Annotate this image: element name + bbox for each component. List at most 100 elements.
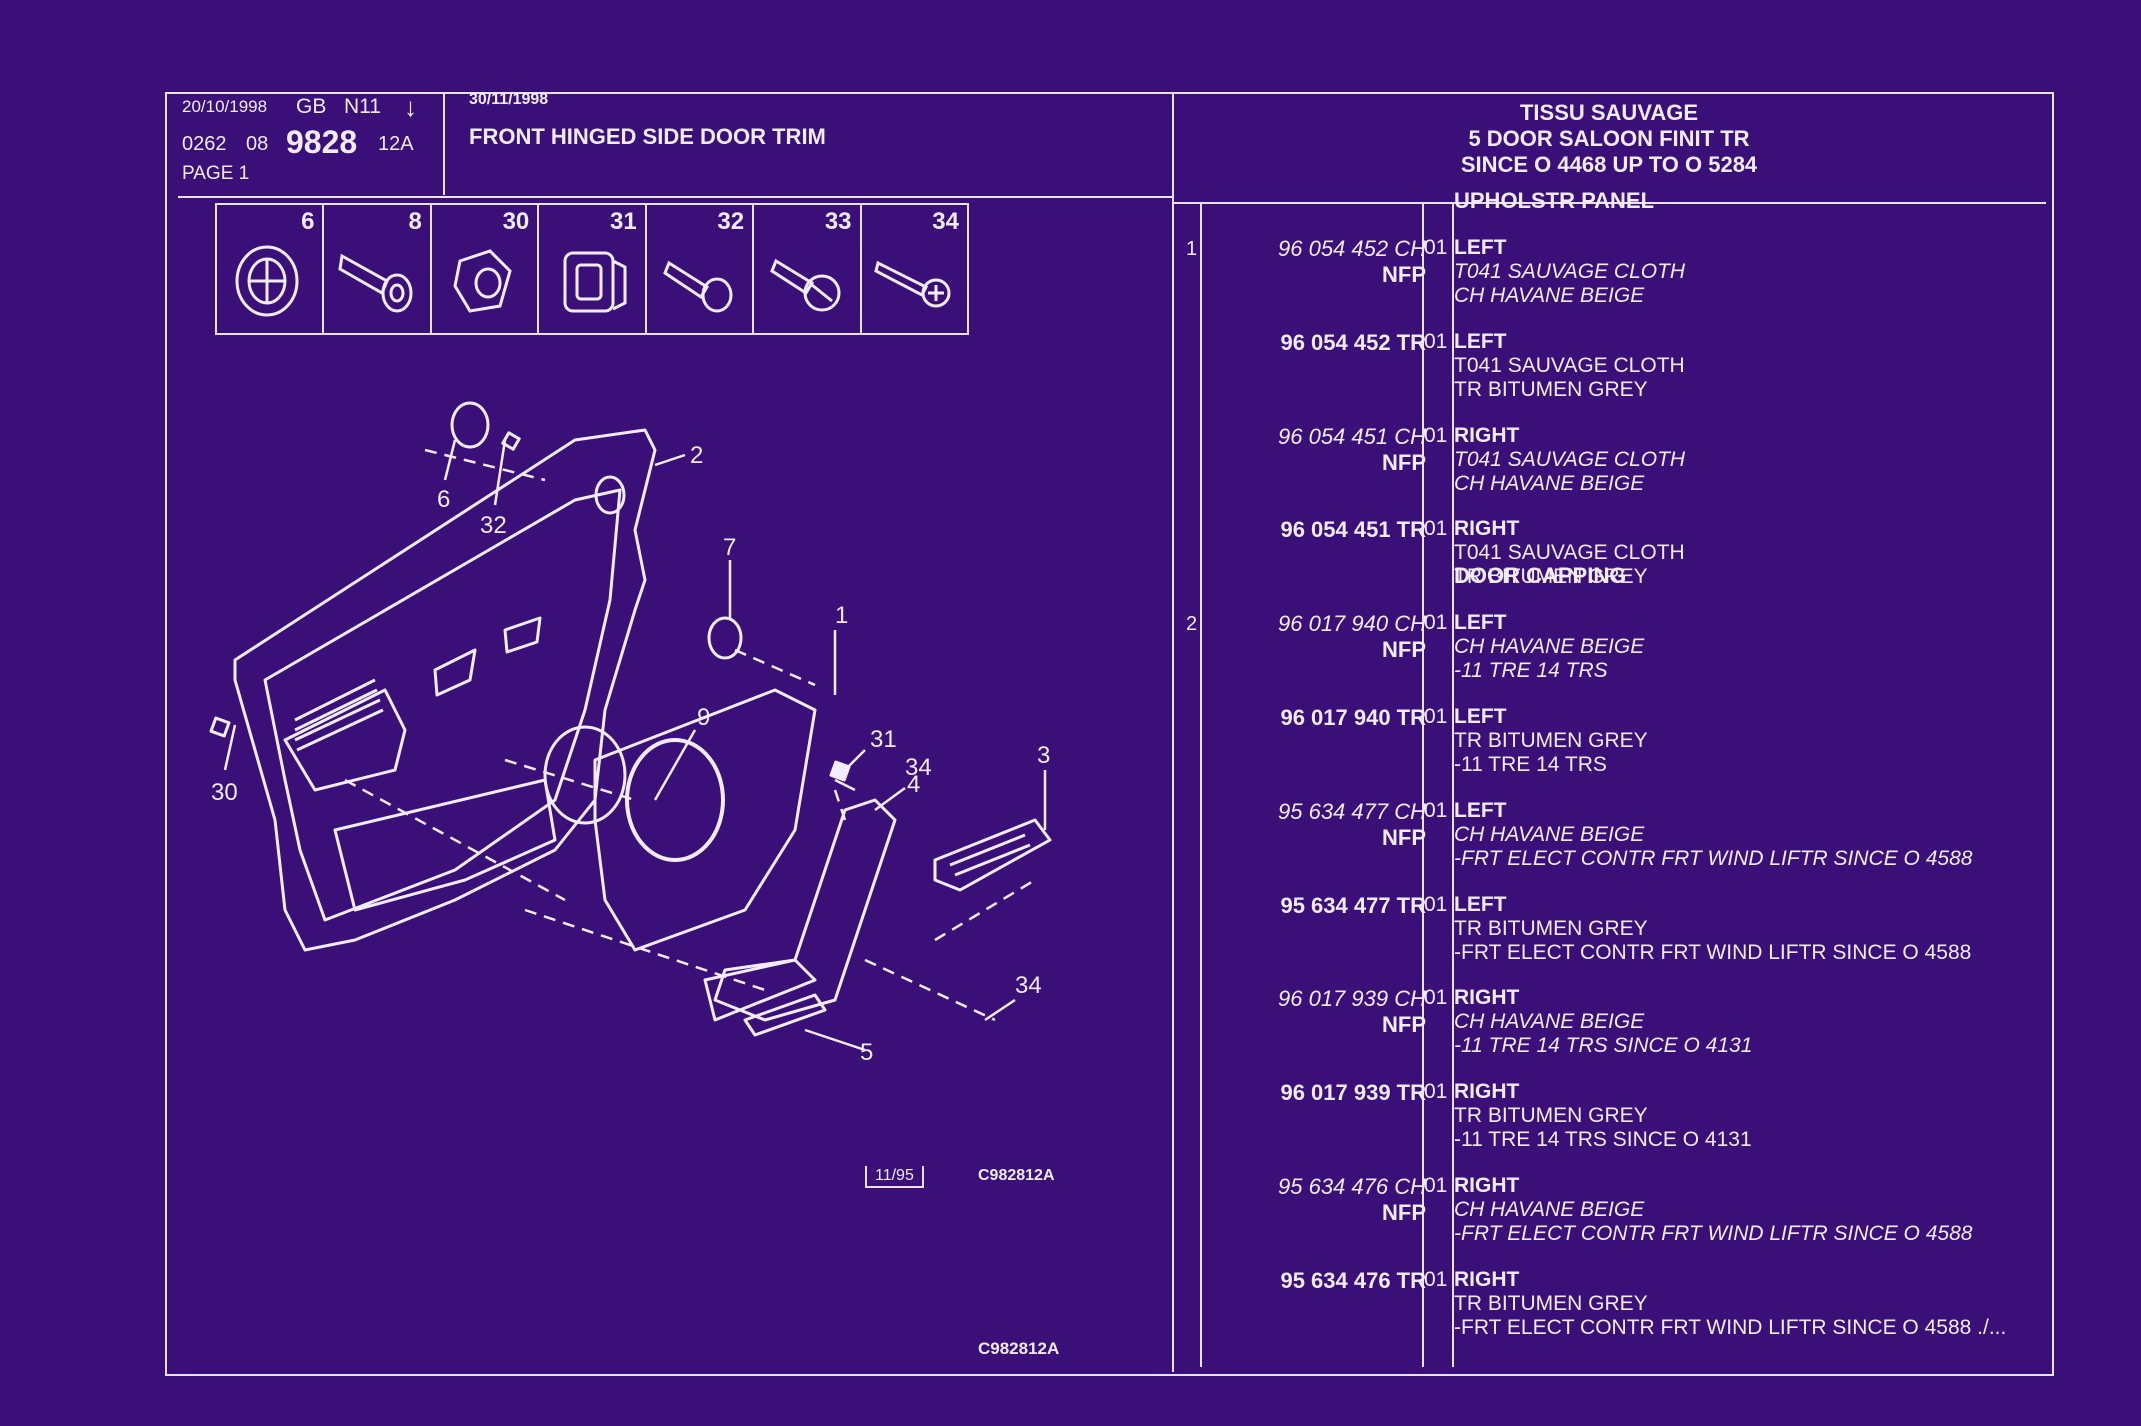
part-quantity: 01 bbox=[1424, 798, 1448, 822]
sheet-divider bbox=[1172, 92, 1174, 1372]
switch-bezel bbox=[933, 818, 1052, 892]
part-desc-2: TR BITUMEN GREY bbox=[1454, 377, 1648, 401]
part-desc-2: -11 TRE 14 TRS SINCE O 4131 bbox=[1454, 1128, 1752, 1152]
part-quantity: 01 bbox=[1424, 986, 1448, 1010]
column-rule-index bbox=[1200, 202, 1202, 1367]
armrest-pocket bbox=[283, 688, 407, 792]
thumb-label: 31 bbox=[609, 208, 637, 235]
part-desc-1: T041 SAUVAGE CLOTH bbox=[1454, 260, 1686, 283]
part-reference: 96 017 940 TR bbox=[1280, 705, 1426, 730]
callout-34a: 34 bbox=[905, 754, 932, 781]
part-group: DOOR CAPPING bbox=[1454, 563, 1627, 589]
part-desc-1: T041 SAUVAGE CLOTH bbox=[1454, 447, 1686, 471]
plug-part bbox=[707, 616, 743, 660]
part-desc-1: T041 SAUVAGE CLOTH bbox=[1454, 353, 1685, 377]
part-reference: 96 017 939 CH bbox=[1278, 986, 1426, 1012]
callout-2: 2 bbox=[690, 442, 703, 469]
part-index: 2 bbox=[1186, 613, 1198, 636]
part-reference: 96 054 452 CH bbox=[1278, 236, 1426, 261]
part-desc-1: TR BITUMEN GREY bbox=[1454, 1291, 1648, 1315]
speaker-recess bbox=[543, 725, 627, 825]
header-num-b: 08 bbox=[246, 133, 269, 155]
map-pocket bbox=[333, 778, 557, 912]
part-quantity: 01 bbox=[1424, 705, 1448, 728]
part-desc-2: -FRT ELECT CONTR FRT WIND LIFTR SINCE O … bbox=[1454, 846, 1973, 870]
callout-4: 4 bbox=[907, 771, 920, 798]
part-nfp-flag: NFP bbox=[1382, 1012, 1426, 1038]
rivet-icon bbox=[662, 260, 733, 313]
header-rule-left bbox=[178, 196, 1172, 198]
part-desc-1: TR BITUMEN GREY bbox=[1454, 729, 1648, 752]
part-nfp-flag: NFP bbox=[1382, 262, 1426, 287]
column-rule-ref bbox=[1422, 202, 1424, 1367]
thumb-clip31: 31 bbox=[539, 205, 647, 333]
header-date2: 30/11/1998 bbox=[469, 91, 549, 108]
part-desc-1: CH HAVANE BEIGE bbox=[1454, 1198, 1645, 1221]
part-group: UPHOLSTR PANEL bbox=[1454, 188, 1655, 213]
thumb-label: 6 bbox=[301, 208, 315, 235]
thumb-screw33: 33 bbox=[754, 205, 862, 333]
part-quantity: 01 bbox=[1424, 1080, 1448, 1104]
panel-hole bbox=[594, 475, 626, 515]
tapping-screw-icon bbox=[873, 260, 951, 308]
part-side: RIGHT bbox=[1454, 1174, 1520, 1197]
callout-1: 1 bbox=[835, 602, 848, 629]
part-reference: 95 634 477 TR bbox=[1280, 892, 1426, 918]
part-side: LEFT bbox=[1454, 236, 1507, 259]
header-model-line2: 5 DOOR SALOON FINIT TR bbox=[1468, 126, 1750, 151]
part-desc-1: T041 SAUVAGE CLOTH bbox=[1454, 541, 1685, 565]
callout-9: 9 bbox=[697, 704, 710, 731]
callout-31: 31 bbox=[870, 726, 897, 753]
thumb-clip30: 30 bbox=[432, 205, 540, 333]
header-date1: 20/10/1998 bbox=[182, 97, 268, 116]
thumb-plug: 8 bbox=[324, 205, 432, 333]
part-side: RIGHT bbox=[1454, 423, 1520, 447]
lock-recess bbox=[503, 616, 542, 654]
callout-7: 7 bbox=[723, 534, 736, 561]
part-quantity: 01 bbox=[1424, 1174, 1448, 1197]
page-title: FRONT HINGED SIDE DOOR TRIM bbox=[469, 124, 826, 149]
cap-part bbox=[450, 401, 490, 449]
thumb-cap: 6 bbox=[217, 205, 325, 333]
thumb-label: 33 bbox=[824, 208, 852, 235]
part-desc-2: TR BITUMEN GREY bbox=[1454, 565, 1648, 589]
part-reference: 96 017 940 CH bbox=[1278, 611, 1426, 637]
part-reference: 96 054 451 CH bbox=[1278, 423, 1426, 449]
part-desc-1: TR BITUMEN GREY bbox=[1454, 916, 1648, 940]
callout-3: 3 bbox=[1037, 742, 1050, 769]
part-desc-2: -FRT ELECT CONTR FRT WIND LIFTR SINCE O … bbox=[1454, 1222, 1973, 1245]
part-desc-1: CH HAVANE BEIGE bbox=[1454, 1010, 1645, 1034]
part-reference: 96 054 451 TR bbox=[1280, 517, 1426, 543]
door-capping bbox=[593, 688, 817, 952]
part-desc-2: -11 TRE 14 TRS SINCE O 4131 bbox=[1454, 1034, 1753, 1058]
thumb-screw34: 34 bbox=[862, 205, 967, 333]
part-desc-2: -11 TRE 14 TRS bbox=[1454, 659, 1608, 683]
door-panel-inner bbox=[263, 488, 622, 922]
speaker-grille bbox=[625, 738, 725, 862]
part-reference: 96 017 939 TR bbox=[1280, 1080, 1426, 1106]
header-num-c: 9828 bbox=[286, 124, 358, 160]
part-nfp-flag: NFP bbox=[1382, 824, 1426, 850]
part-quantity: 01 bbox=[1424, 611, 1448, 635]
part-reference: 95 634 477 CH bbox=[1278, 798, 1426, 824]
retainer-clip-icon bbox=[453, 249, 512, 313]
pull-handle bbox=[713, 798, 897, 1022]
part-quantity: 01 bbox=[1424, 423, 1448, 447]
part-side: RIGHT bbox=[1454, 986, 1520, 1010]
part-quantity: 01 bbox=[1424, 1267, 1448, 1291]
parts-sheet-frame bbox=[165, 92, 2054, 1376]
thumb-label: 34 bbox=[932, 208, 959, 235]
part-quantity: 01 bbox=[1424, 236, 1448, 259]
callout-5: 5 bbox=[860, 1039, 873, 1066]
part-quantity: 01 bbox=[1424, 329, 1448, 353]
part-desc-2: -11 TRE 14 TRS bbox=[1454, 753, 1607, 776]
thumb-label: 8 bbox=[408, 208, 422, 235]
header-page: PAGE 1 bbox=[182, 163, 250, 184]
part-nfp-flag: NFP bbox=[1382, 1200, 1426, 1225]
fastener-thumbnails: 6 8 30 31 bbox=[215, 203, 969, 335]
part-nfp-flag: NFP bbox=[1382, 449, 1426, 475]
